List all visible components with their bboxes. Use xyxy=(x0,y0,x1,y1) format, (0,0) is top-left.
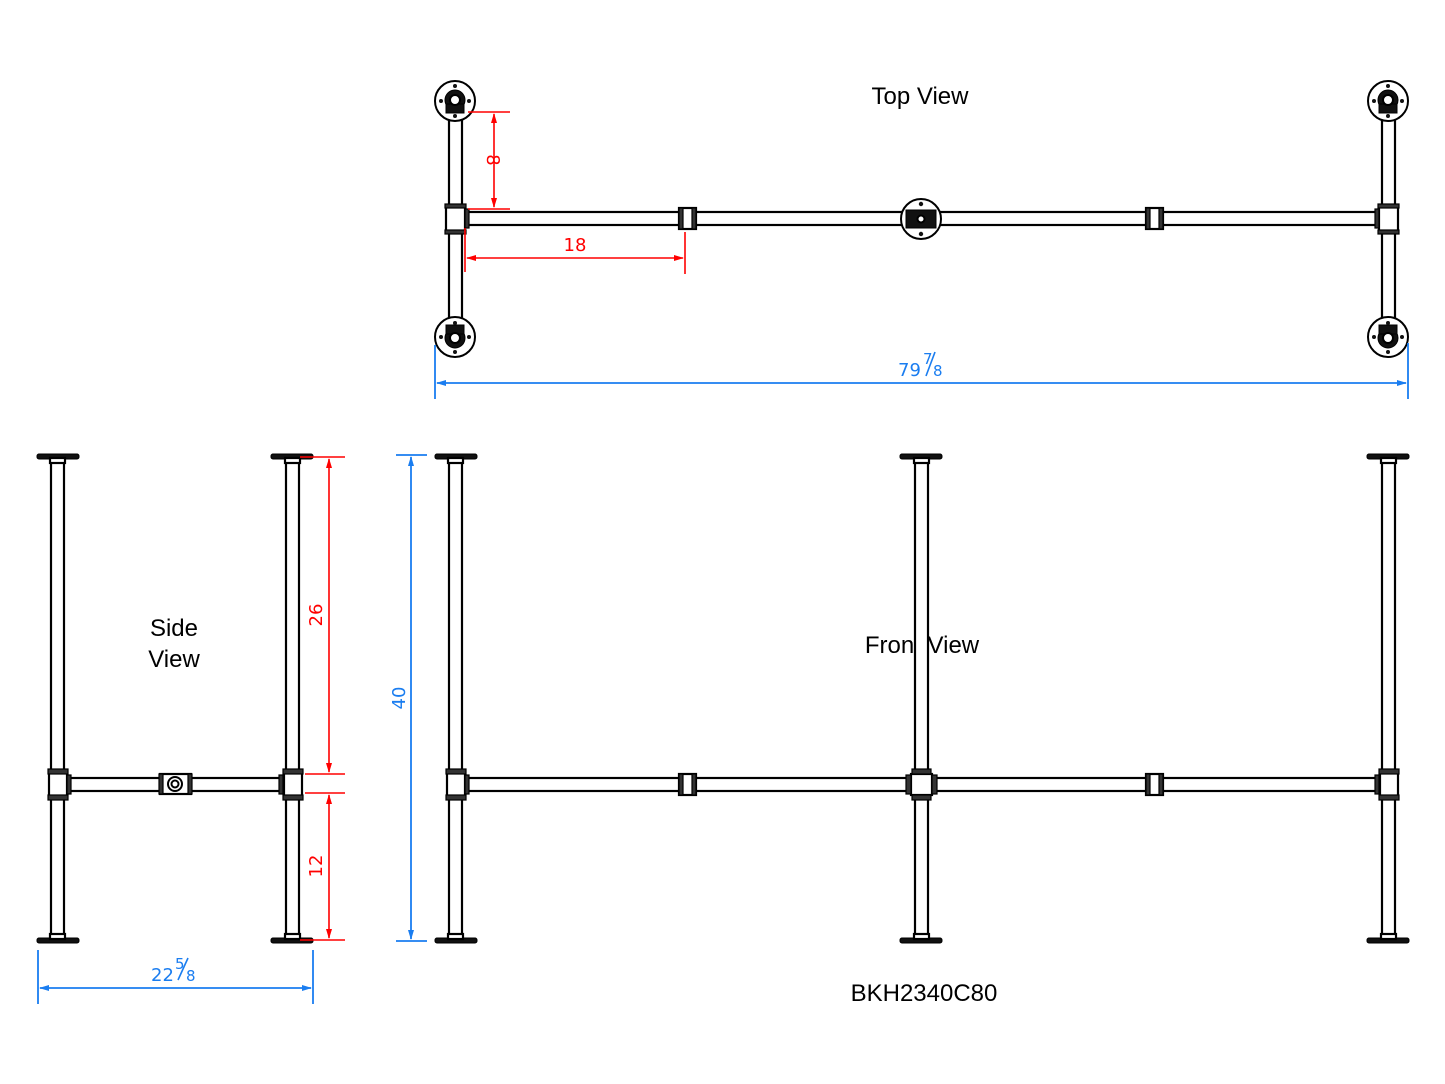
front-coupling-left xyxy=(677,772,698,797)
dim-side-upper-leg: 26 xyxy=(300,456,345,775)
dim-overall-length-whole: 79 xyxy=(898,360,921,381)
dim-side-width: 22 5 8 xyxy=(37,950,314,1004)
dim-overall-height: 40 xyxy=(389,454,427,942)
side-center-cross xyxy=(158,772,193,796)
top-coupling-left xyxy=(677,206,698,231)
side-flange-bottom-right xyxy=(270,932,314,944)
front-left-leg-pipe xyxy=(447,460,464,940)
front-flange-top-center xyxy=(899,453,943,465)
front-flange-bottom-left xyxy=(434,932,478,944)
side-view-title-line1: Side xyxy=(150,615,198,642)
top-view: Top View xyxy=(434,80,1409,399)
dim-side-lower-leg-label: 12 xyxy=(306,855,327,878)
front-center-cross xyxy=(905,768,938,801)
dim-side-upper-leg-label: 26 xyxy=(306,604,327,627)
dim-side-width-whole: 22 xyxy=(151,965,174,986)
front-flange-top-right xyxy=(1366,453,1410,465)
top-flange-top-right xyxy=(1367,80,1409,122)
dim-side-width-numerator: 5 xyxy=(175,955,185,973)
front-coupling-right xyxy=(1144,772,1165,797)
front-flange-bottom-center xyxy=(899,932,943,944)
side-view: Side View xyxy=(36,453,345,1004)
top-coupling-right xyxy=(1144,206,1165,231)
dim-top-rail-segment-label: 18 xyxy=(564,235,587,256)
top-flange-bottom-left xyxy=(434,316,476,358)
dim-side-width-denominator: 8 xyxy=(186,967,196,985)
top-right-tee xyxy=(1374,203,1400,235)
side-flange-top-left xyxy=(36,453,80,465)
side-view-title-line2: View xyxy=(148,646,200,673)
dim-overall-length-numerator: 7 xyxy=(923,350,933,368)
front-view: Front View xyxy=(389,453,1410,1007)
front-right-tee xyxy=(1374,768,1400,801)
side-left-leg-pipe xyxy=(49,460,66,940)
top-flange-bottom-right xyxy=(1367,316,1409,358)
dim-side-lower-leg: 12 xyxy=(300,792,345,941)
front-flange-top-left xyxy=(434,453,478,465)
side-flange-bottom-left xyxy=(36,932,80,944)
dim-overall-length-denominator: 8 xyxy=(933,362,943,380)
front-flange-bottom-right xyxy=(1366,932,1410,944)
top-center-flange xyxy=(900,198,942,240)
front-center-leg-pipe xyxy=(913,460,930,940)
front-right-leg-pipe xyxy=(1380,460,1397,940)
dim-top-leg-offset-label: 8 xyxy=(482,154,503,165)
dim-overall-height-label: 40 xyxy=(389,687,410,710)
side-left-tee xyxy=(47,768,72,801)
dim-top-leg-offset: 8 xyxy=(468,111,510,210)
part-number: BKH2340C80 xyxy=(851,980,998,1007)
top-flange-top-left xyxy=(434,80,476,122)
side-flange-top-right xyxy=(270,453,314,465)
dim-overall-length: 79 7 8 xyxy=(434,343,1409,399)
side-right-tee xyxy=(278,768,304,801)
front-left-tee xyxy=(445,768,470,801)
top-left-tee xyxy=(444,203,470,235)
side-right-leg-pipe xyxy=(284,460,301,940)
dim-top-rail-segment: 18 xyxy=(464,228,686,274)
top-view-title: Top View xyxy=(872,83,970,110)
